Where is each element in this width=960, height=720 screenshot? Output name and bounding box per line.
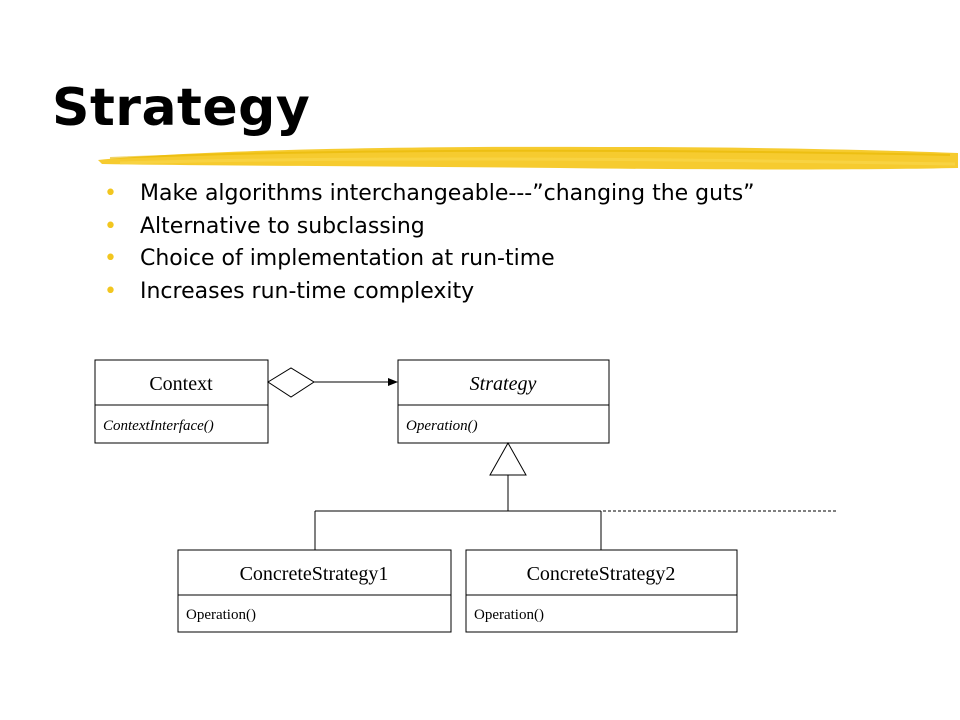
inheritance-connector (314, 441, 836, 550)
context-class-name: Context (149, 373, 213, 395)
strategy-class-box: Strategy Operation() (397, 359, 610, 444)
bullet-icon: • (104, 213, 117, 239)
bullet-item: • Alternative to subclassing (104, 211, 755, 244)
concrete-strategy2-name: ConcreteStrategy2 (527, 563, 676, 585)
bullet-icon: • (104, 246, 117, 271)
bullet-text: Choice of implementation at run-time (140, 246, 555, 271)
concrete-strategy1-operation: Operation() (186, 607, 256, 623)
aggregation-diamond-icon (267, 367, 315, 398)
bullet-item: • Increases run-time complexity (104, 276, 755, 309)
bullet-text: Increases run-time complexity (140, 278, 475, 304)
concrete-strategy1-class-box: ConcreteStrategy1 Operation() (177, 549, 452, 633)
strategy-class-name: Strategy (470, 373, 537, 395)
concrete-strategy2-operation: Operation() (474, 607, 544, 623)
context-class-box: Context ContextInterface() (94, 359, 269, 444)
aggregation-connector (267, 367, 398, 398)
bullet-icon: • (104, 181, 117, 206)
concrete-strategy2-class-box: ConcreteStrategy2 Operation() (465, 549, 738, 633)
inheritance-triangle-icon (489, 441, 527, 476)
bullet-icon: • (104, 278, 117, 304)
concrete-strategy1-name: ConcreteStrategy1 (240, 563, 389, 585)
bullet-text: Make algorithms interchangeable---”chang… (140, 181, 755, 206)
slide-title: Strategy (52, 78, 311, 138)
bullet-list: • Make algorithms interchangeable---”chan… (104, 178, 755, 308)
strategy-operation: Operation() (406, 418, 478, 434)
bullet-item: • Make algorithms interchangeable---”chan… (104, 178, 755, 211)
bullet-item: • Choice of implementation at run-time (104, 243, 755, 276)
context-operation: ContextInterface() (103, 418, 214, 434)
bullet-text: Alternative to subclassing (140, 213, 425, 239)
